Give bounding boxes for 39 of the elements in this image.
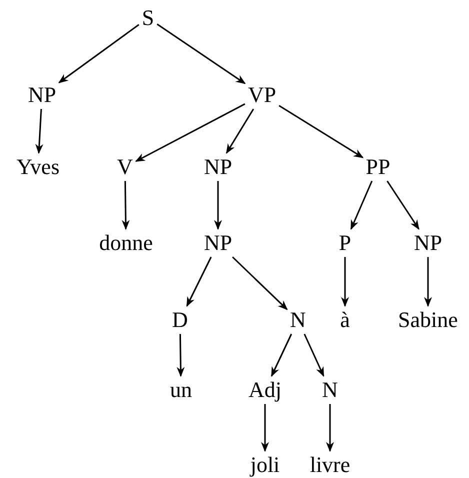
tree-label: Adj [248,378,282,402]
tree-label: V [117,155,133,179]
arrow [232,256,288,310]
arrow [122,180,130,230]
tree-label: donne [99,231,153,255]
tree-label: NP [204,231,232,255]
arrow [226,108,254,154]
tree-label: N [290,308,306,332]
tree-label: NP [28,83,56,107]
tree-label: joli [250,453,280,477]
tree-label: un [170,378,192,402]
arrow [186,256,212,307]
tree-label: P [338,231,352,255]
arrow [350,180,373,230]
arrow [156,24,246,84]
tree-label: PP [366,155,390,179]
arrow [261,404,269,452]
tree-label: à [340,308,350,332]
arrow [326,404,334,452]
tree-label: N [322,378,338,402]
tree-label: NP [414,231,442,255]
arrow [214,181,222,230]
arrow [176,334,185,377]
tree-label: livre [310,453,350,477]
arrow [386,180,420,230]
arrow [304,334,324,377]
arrow [135,103,246,162]
arrow [58,24,140,84]
arrow [270,334,292,377]
arrow [424,257,432,307]
tree-label: D [172,308,188,332]
arrow [341,257,349,307]
tree-label: VP [248,83,276,107]
tree-label: S [142,6,154,30]
tree-label: NP [204,155,232,179]
arrow [278,104,364,158]
tree-label: Yves [16,155,60,179]
arrow [35,108,44,154]
tree-label: Sabine [398,308,458,332]
